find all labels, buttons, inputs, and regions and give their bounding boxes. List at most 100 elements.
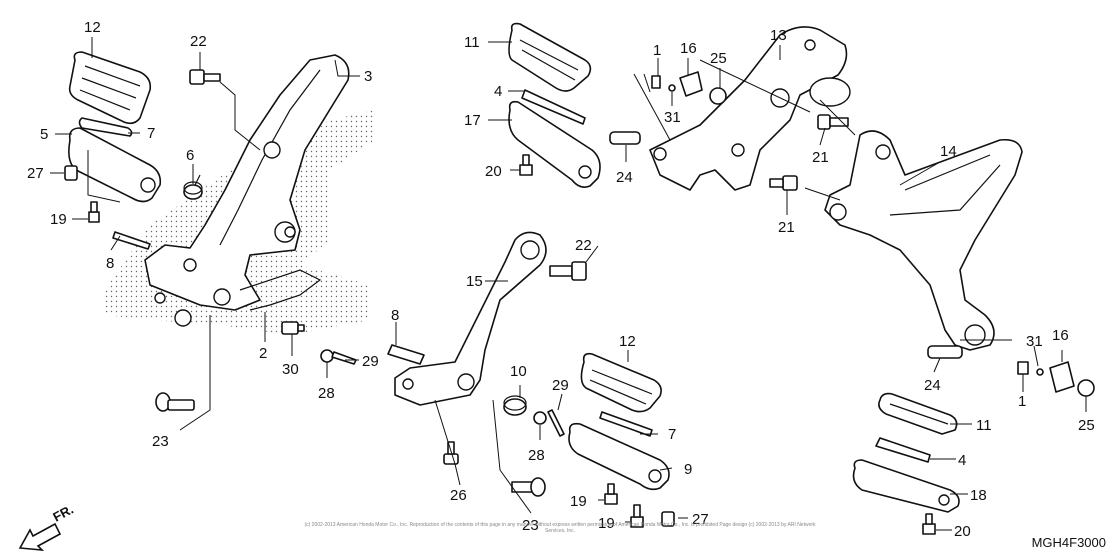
bolt-27-center	[661, 511, 675, 527]
footpeg-18	[852, 459, 960, 513]
pin-24-right	[927, 345, 963, 359]
footpeg-plate-4	[521, 89, 586, 125]
bolt-19	[88, 201, 100, 223]
callout-26: 26	[450, 487, 467, 504]
callout-25b: 25	[1078, 417, 1095, 434]
right-step-holder-bracket-13	[649, 26, 851, 191]
callout-27: 27	[27, 165, 44, 182]
callout-4: 4	[494, 83, 502, 100]
callout-2: 2	[259, 345, 267, 362]
callout-12b: 12	[619, 333, 636, 350]
bolt-19-b	[604, 483, 618, 505]
callout-13: 13	[770, 27, 787, 44]
callout-19b: 19	[570, 493, 587, 510]
callout-29: 29	[362, 353, 379, 370]
left-footpeg-rubber	[68, 51, 152, 125]
washer-28	[320, 349, 334, 363]
washer-31	[668, 84, 676, 92]
bolt-21-upper	[817, 114, 849, 130]
footpeg-rubber-12-center	[580, 352, 662, 413]
washer-28-center	[533, 411, 547, 425]
nut-25	[709, 87, 727, 105]
right-step-holder-14	[824, 130, 1023, 351]
pin-24	[609, 131, 641, 145]
callout-8b: 8	[391, 307, 399, 324]
cotter-pin-29-center	[547, 409, 565, 437]
right-footpeg-rubber-upper	[508, 22, 592, 92]
bolt-27	[64, 165, 78, 181]
callout-21b: 21	[778, 219, 795, 236]
callout-11b: 11	[976, 417, 992, 434]
callout-4b: 4	[958, 452, 966, 469]
diagram-code: MGH4F3000	[1031, 535, 1106, 550]
callout-1b: 1	[1018, 393, 1026, 410]
callout-19: 19	[50, 211, 67, 228]
bolt-26	[443, 441, 459, 465]
callout-22: 22	[190, 33, 207, 50]
callout-12: 12	[84, 19, 101, 36]
callout-3: 3	[364, 68, 372, 85]
callout-23: 23	[152, 433, 169, 450]
footpeg-plate-4-right	[875, 437, 931, 463]
callout-20b: 20	[954, 523, 971, 540]
cotter-pin-29	[331, 351, 357, 365]
bolt-22	[189, 69, 221, 85]
bolt-23-center	[511, 477, 546, 497]
callout-27b: 27	[692, 511, 709, 528]
callout-10: 10	[510, 363, 527, 380]
screw-1	[651, 75, 661, 89]
bolt-23	[155, 392, 195, 412]
callout-18: 18	[970, 487, 987, 504]
callout-15: 15	[466, 273, 483, 290]
callout-29b: 29	[552, 377, 569, 394]
plate-16	[679, 71, 703, 97]
footpeg-17	[508, 100, 601, 188]
callout-30: 30	[282, 361, 299, 378]
callout-14: 14	[940, 143, 957, 160]
callout-25: 25	[710, 50, 727, 67]
callout-22b: 22	[575, 237, 592, 254]
callout-7: 7	[147, 125, 155, 142]
callout-17: 17	[464, 112, 481, 129]
left-step-holder-bracket	[144, 54, 350, 327]
callout-21: 21	[812, 149, 829, 166]
callout-8: 8	[106, 255, 114, 272]
bolt-22-center	[549, 261, 587, 281]
pin-8-center	[387, 344, 425, 365]
callout-16: 16	[680, 40, 697, 57]
front-direction-arrow: FR.	[18, 502, 76, 551]
left-footpeg-plate	[78, 117, 133, 137]
front-direction-label: FR.	[50, 502, 76, 525]
callout-24: 24	[616, 169, 633, 186]
spring-clip	[239, 269, 322, 311]
callout-24b: 24	[924, 377, 941, 394]
plate-16-right	[1049, 361, 1075, 393]
brake-pedal-arm-15	[394, 231, 547, 406]
callout-1: 1	[653, 42, 661, 59]
screw-1-right	[1017, 361, 1029, 375]
callout-9: 9	[684, 461, 692, 478]
leader-lines	[50, 37, 1087, 531]
callout-20: 20	[485, 163, 502, 180]
callout-19c: 19	[598, 515, 615, 532]
spring-6	[183, 174, 203, 200]
copyright-notice: (c) 2002-2013 American Honda Motor Co., …	[304, 522, 816, 534]
bolt-21-lower	[769, 175, 798, 191]
callout-31b: 31	[1026, 333, 1043, 350]
callout-5: 5	[40, 126, 48, 143]
bolt-30	[281, 321, 305, 335]
bolt-19-c	[630, 504, 644, 528]
callout-11: 11	[464, 34, 480, 51]
bolt-20	[519, 154, 533, 176]
callout-7b: 7	[668, 426, 676, 443]
callout-labels: 12 22 3 5 7 6 27 19 8 2 30 28 29 23 11 1…	[27, 19, 1095, 540]
footpeg-rubber-11-right	[878, 392, 958, 435]
spring-10	[503, 395, 527, 416]
pin-8	[112, 231, 151, 250]
callout-6: 6	[186, 147, 194, 164]
callout-31: 31	[664, 109, 681, 126]
callout-28: 28	[318, 385, 335, 402]
callout-23b: 23	[522, 517, 539, 534]
callout-16b: 16	[1052, 327, 1069, 344]
